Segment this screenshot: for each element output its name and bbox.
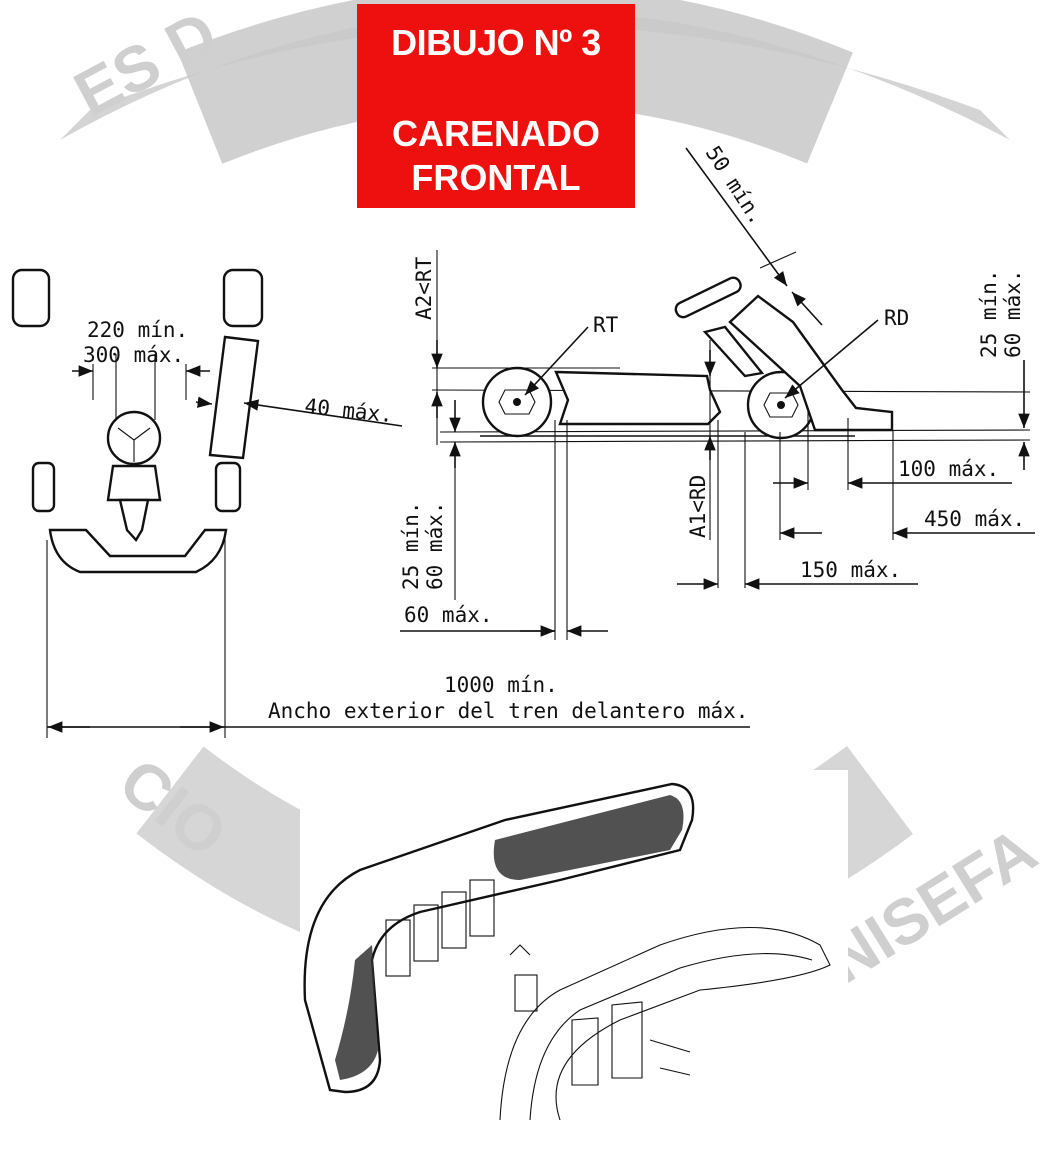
dim-40-label: 40 máx. <box>303 394 394 427</box>
steering-wheel-side <box>674 276 742 319</box>
dim-100-label: 100 máx. <box>898 457 999 481</box>
title-line-3: FRONTAL <box>411 157 581 198</box>
dim-25-left-label: 25 mín. <box>399 501 423 590</box>
front-right-wheel <box>214 461 242 513</box>
dim-300-label: 300 máx. <box>83 343 184 367</box>
dim-60-label: 60 máx. <box>404 603 493 627</box>
steering-wheel-icon <box>106 410 162 466</box>
dim-60-right-label: 60 máx. <box>1001 269 1025 358</box>
track-note: Ancho exterior del tren delantero máx. <box>268 699 748 723</box>
title-line-2-3: CARENADO FRONTAL <box>357 112 635 200</box>
title-line-1: DIBUJO Nº 3 <box>391 22 601 63</box>
front-view: 220 mín. 300 máx. 40 máx. 1000 mín. Anch… <box>11 268 750 738</box>
title-box: DIBUJO Nº 3 CARENADO FRONTAL <box>357 4 635 208</box>
a1-label: A1<RD <box>686 475 710 538</box>
front-fairing-front-view <box>48 528 228 574</box>
a2-label: A2<RT <box>412 256 436 320</box>
dim-60-left-label: 60 máx. <box>423 501 447 590</box>
dim-220-label: 220 mín. <box>87 318 188 342</box>
side-view: A2<RT RT RD 50 mín. 25 mín. 60 máx. A1<R… <box>399 142 1035 640</box>
column <box>118 498 150 543</box>
dim-150-label: 150 máx. <box>800 558 901 582</box>
rear-right-wheel <box>222 268 264 328</box>
title-line-2: CARENADO <box>391 113 600 154</box>
side-pod <box>208 335 260 460</box>
rear-left-wheel <box>11 268 51 328</box>
side-pod-side <box>554 370 722 426</box>
seat <box>106 464 162 502</box>
front-fairing-side <box>728 294 894 432</box>
dim-25-right-label: 25 mín. <box>977 269 1001 358</box>
fairing-perspective-sketch <box>300 770 848 1130</box>
rd-label: RD <box>884 306 909 330</box>
front-left-wheel <box>31 461 56 513</box>
dim-1000-label: 1000 mín. <box>444 673 558 697</box>
steering-column <box>702 325 765 378</box>
rt-label: RT <box>593 313 619 337</box>
dim-450-label: 450 máx. <box>924 507 1025 531</box>
